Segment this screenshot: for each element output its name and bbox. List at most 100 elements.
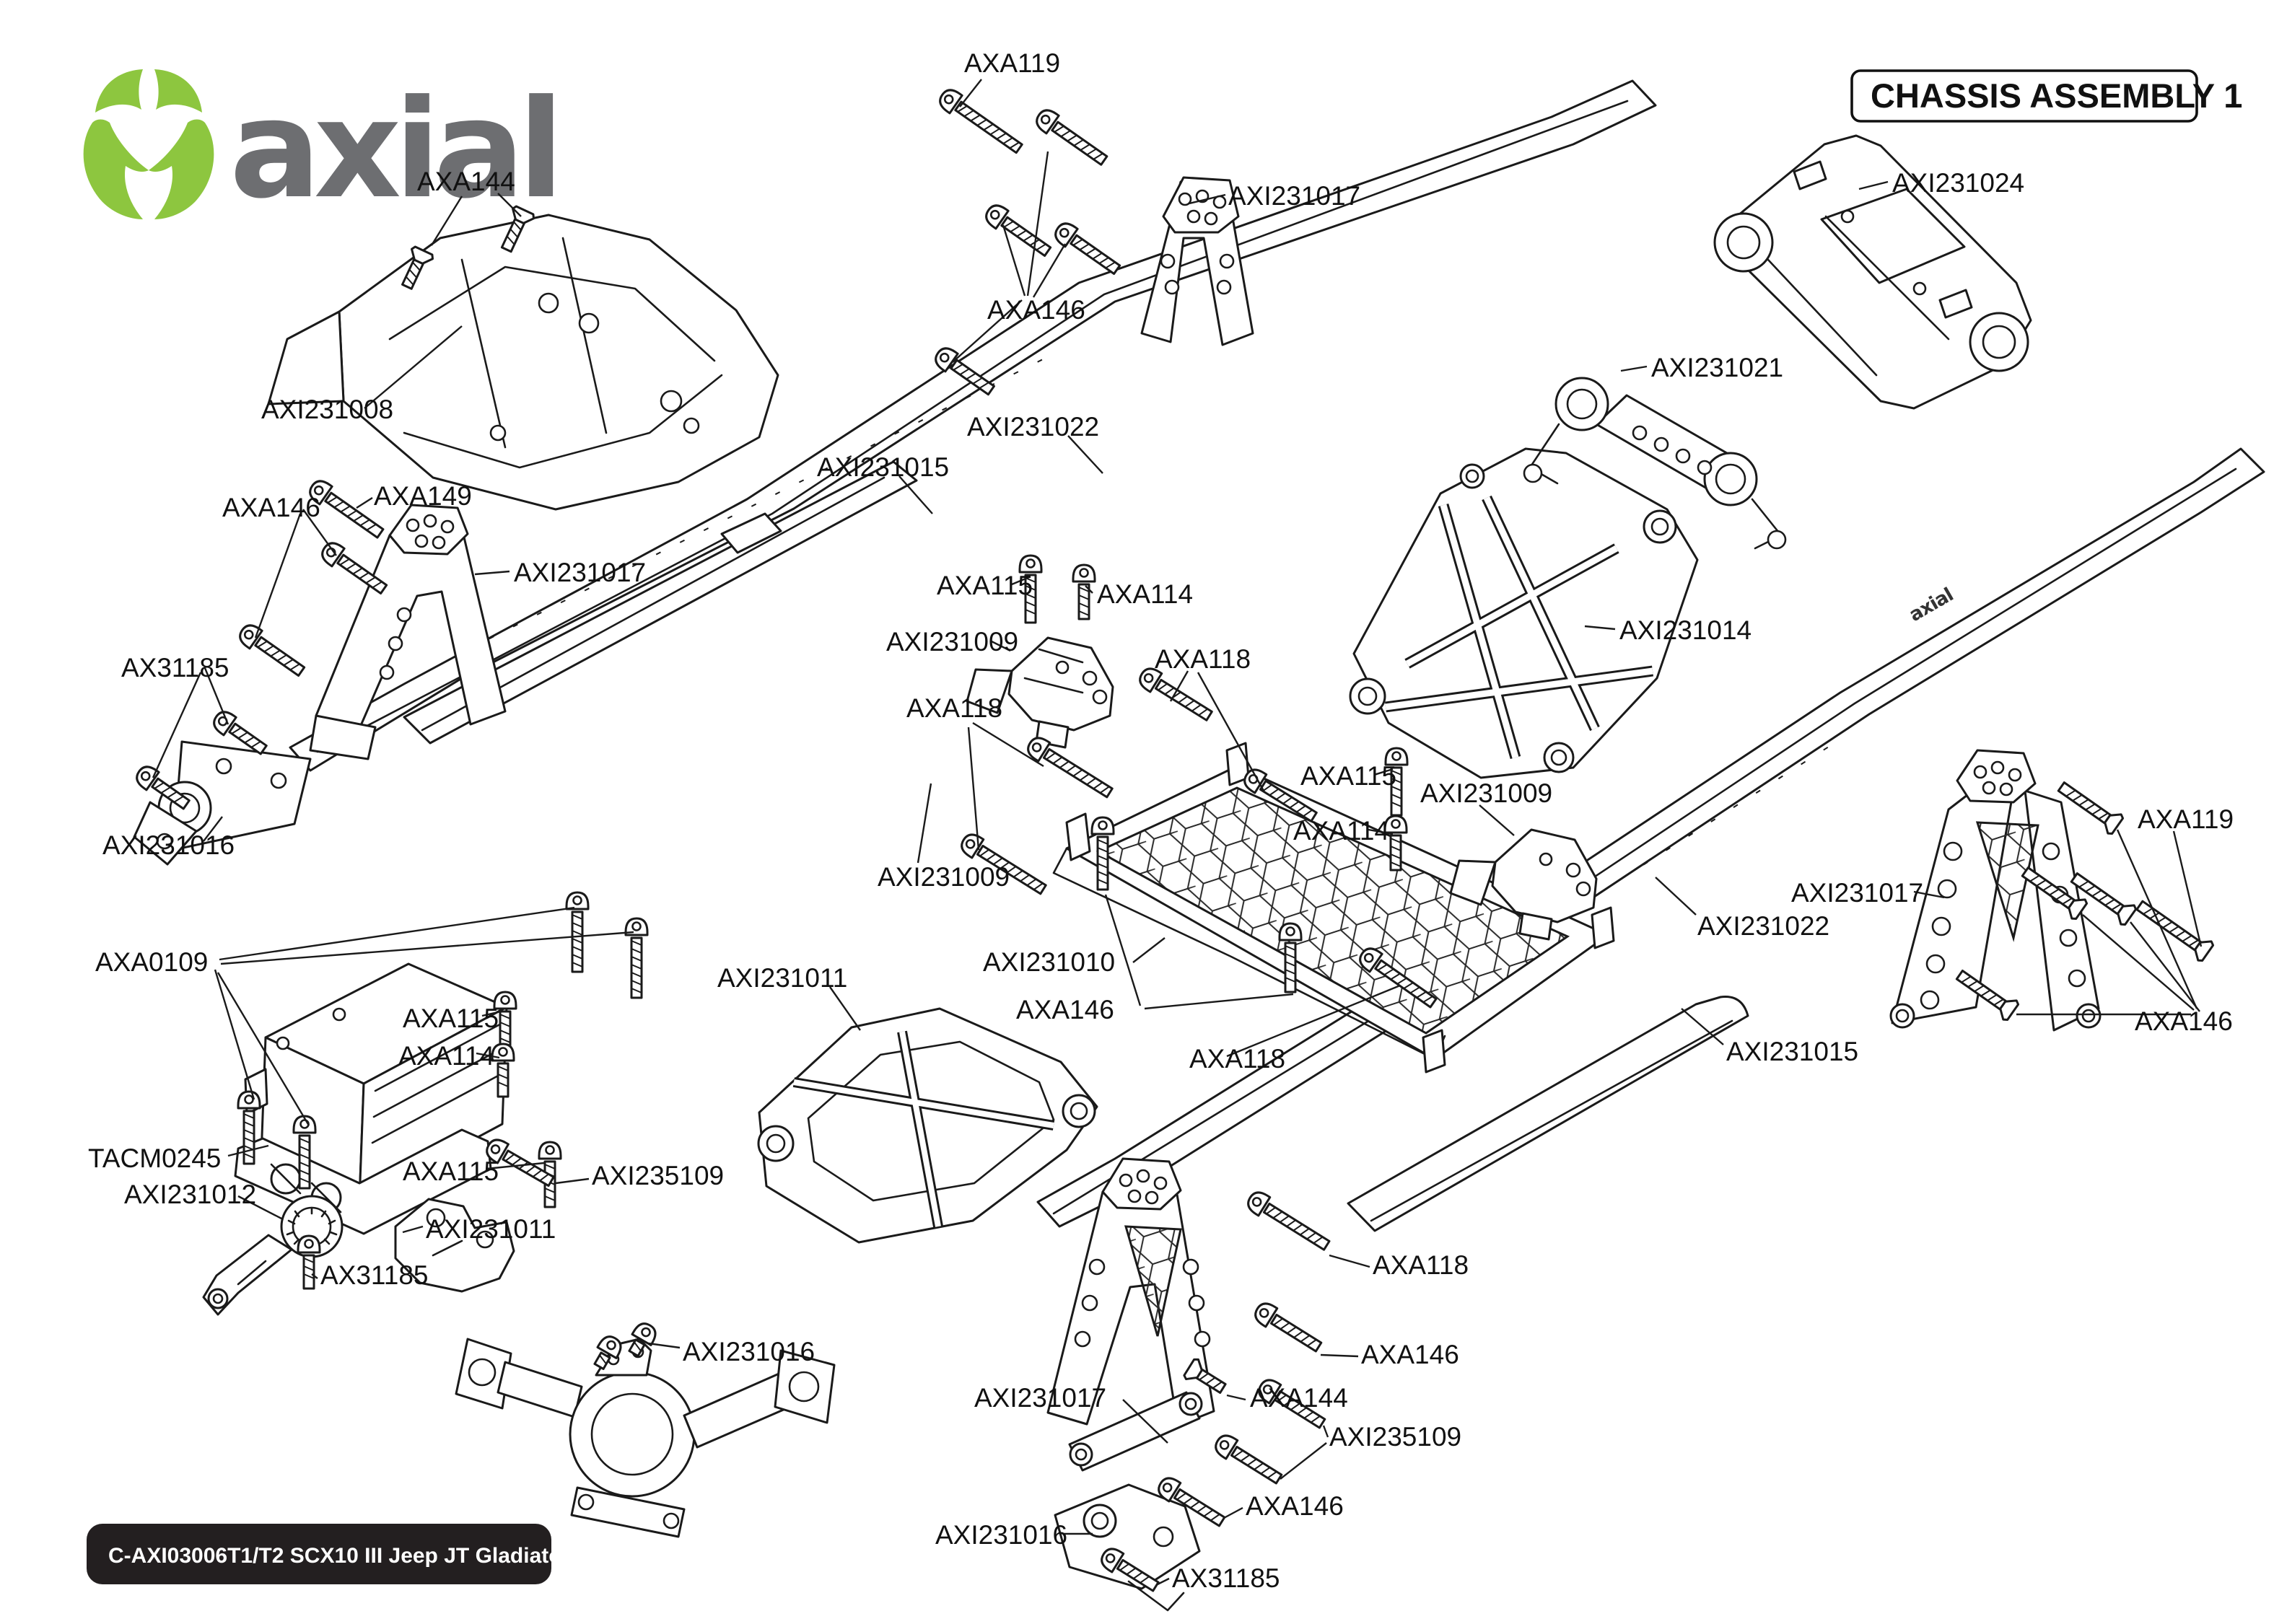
leader-line xyxy=(1226,984,1401,1058)
screw-icon xyxy=(1072,563,1096,620)
part-label: AXI231011 xyxy=(426,1214,556,1244)
screw-icon xyxy=(136,765,191,810)
part-label: AXA114 xyxy=(1097,579,1193,609)
leader-line xyxy=(364,325,463,409)
part-shock-tower-bracket-right xyxy=(1889,749,2102,1032)
leader-line xyxy=(430,196,463,246)
leader-line xyxy=(1032,243,1067,298)
screw-icon xyxy=(1278,922,1303,993)
part-label: AXA119 xyxy=(2138,804,2234,834)
axial-logo: axial xyxy=(83,69,564,229)
leader-line xyxy=(647,1342,681,1349)
part-label: AXI231017 xyxy=(974,1383,1106,1413)
screw-icon xyxy=(1383,815,1408,872)
part-skid-plate xyxy=(1052,742,1615,1074)
leader-line xyxy=(1329,1254,1370,1268)
title-box: CHASSIS ASSEMBLY 1 xyxy=(1850,69,2242,123)
part-label: AXA114 xyxy=(1293,816,1389,846)
leader-line xyxy=(1226,1394,1246,1401)
part-label: AX31185 xyxy=(1172,1563,1280,1593)
screw-icon xyxy=(491,1043,515,1098)
page-title: CHASSIS ASSEMBLY 1 xyxy=(1871,76,2242,115)
screw-icon xyxy=(1247,1191,1331,1251)
leader-line xyxy=(237,1195,284,1221)
screw-icon xyxy=(309,480,385,539)
leader-line xyxy=(476,1052,500,1059)
leader-line xyxy=(1913,890,1945,899)
leader-line xyxy=(2130,921,2200,1012)
leader-line xyxy=(1584,625,1616,631)
leader-line xyxy=(1479,804,1515,836)
leader-line xyxy=(2116,829,2198,1009)
screw-icon xyxy=(624,917,649,999)
part-label: AXI231008 xyxy=(261,395,393,424)
screw-icon xyxy=(1955,970,2020,1022)
screws-layer xyxy=(136,89,2215,1592)
leader-line xyxy=(1373,768,1394,776)
footer-badge: C-AXI03006T1/T2 SCX10 III Jeep JT Gladia… xyxy=(87,1524,621,1584)
screw-icon xyxy=(985,204,1052,257)
part-label: AX31185 xyxy=(121,653,229,682)
screw-icon xyxy=(213,711,268,755)
screw-icon xyxy=(565,891,590,973)
leader-line xyxy=(967,727,980,851)
part-shock-mount-center xyxy=(966,636,1114,749)
part-shock-mount-right xyxy=(1449,828,1598,941)
part-label: AXA146 xyxy=(1361,1340,1459,1369)
screw-icon xyxy=(1101,1548,1160,1592)
leader-line xyxy=(254,513,302,638)
screw-icon xyxy=(297,1234,321,1290)
part-center-brace xyxy=(757,1007,1098,1244)
part-label: AXI231011 xyxy=(717,963,847,993)
part-label: AXA149 xyxy=(374,481,472,511)
part-label: AXI231009 xyxy=(1420,778,1552,808)
part-label: AXI231016 xyxy=(935,1520,1067,1550)
leader-line xyxy=(497,193,522,217)
screw-icon xyxy=(1027,737,1114,799)
leader-line xyxy=(481,1010,502,1017)
callouts-layer: AXA144AXI231008AXA149AXA146AXI231017AX31… xyxy=(88,48,2234,1593)
screw-icon xyxy=(939,89,1023,154)
part-label: TACM0245 xyxy=(88,1144,221,1173)
leader-line xyxy=(555,1177,590,1185)
screw-icon xyxy=(1254,1302,1323,1353)
part-label: AXI231017 xyxy=(1228,181,1360,211)
part-label: AXA115 xyxy=(403,1156,499,1186)
screw-icon xyxy=(401,245,434,290)
part-lower-link-mount-small xyxy=(394,1198,515,1293)
leader-line xyxy=(302,509,337,556)
part-label: AXI231016 xyxy=(102,830,235,860)
leader-line xyxy=(219,906,575,961)
leader-line xyxy=(1157,1577,1170,1586)
leader-line xyxy=(402,1225,424,1234)
leader-line xyxy=(1655,877,1697,916)
part-label: AXI231009 xyxy=(886,627,1018,657)
leader-line xyxy=(217,972,310,1126)
screw-icon xyxy=(1036,109,1108,166)
leader-line xyxy=(1011,576,1030,586)
screw-icon xyxy=(1018,554,1043,624)
part-label: AXA118 xyxy=(1155,644,1251,674)
part-label: AXA119 xyxy=(964,48,1060,78)
leader-line xyxy=(1104,894,1142,1006)
part-battery-tray-plate-left xyxy=(403,460,918,745)
leader-line xyxy=(227,1144,269,1157)
part-label: AXI231014 xyxy=(1619,615,1752,645)
part-chassis-rail-left xyxy=(289,79,1657,772)
part-label: AXA0109 xyxy=(95,947,208,977)
screw-icon xyxy=(1243,768,1318,822)
leader-line xyxy=(1169,670,1189,702)
axial-logo-text: axial xyxy=(229,71,557,229)
screw-icon xyxy=(239,624,306,677)
part-label: AXI231009 xyxy=(878,862,1010,892)
rail-axial-logo-text: axial xyxy=(1906,584,1957,626)
part-label: AXA144 xyxy=(417,167,515,196)
leader-line xyxy=(152,672,202,778)
screw-icon xyxy=(321,542,388,594)
screw-icon xyxy=(2135,900,2215,962)
part-shock-tower-brace xyxy=(1523,377,1787,550)
screw-icon xyxy=(1215,1434,1283,1485)
screw-icon xyxy=(1384,747,1409,817)
leader-line xyxy=(959,79,982,107)
leader-line xyxy=(356,496,373,509)
